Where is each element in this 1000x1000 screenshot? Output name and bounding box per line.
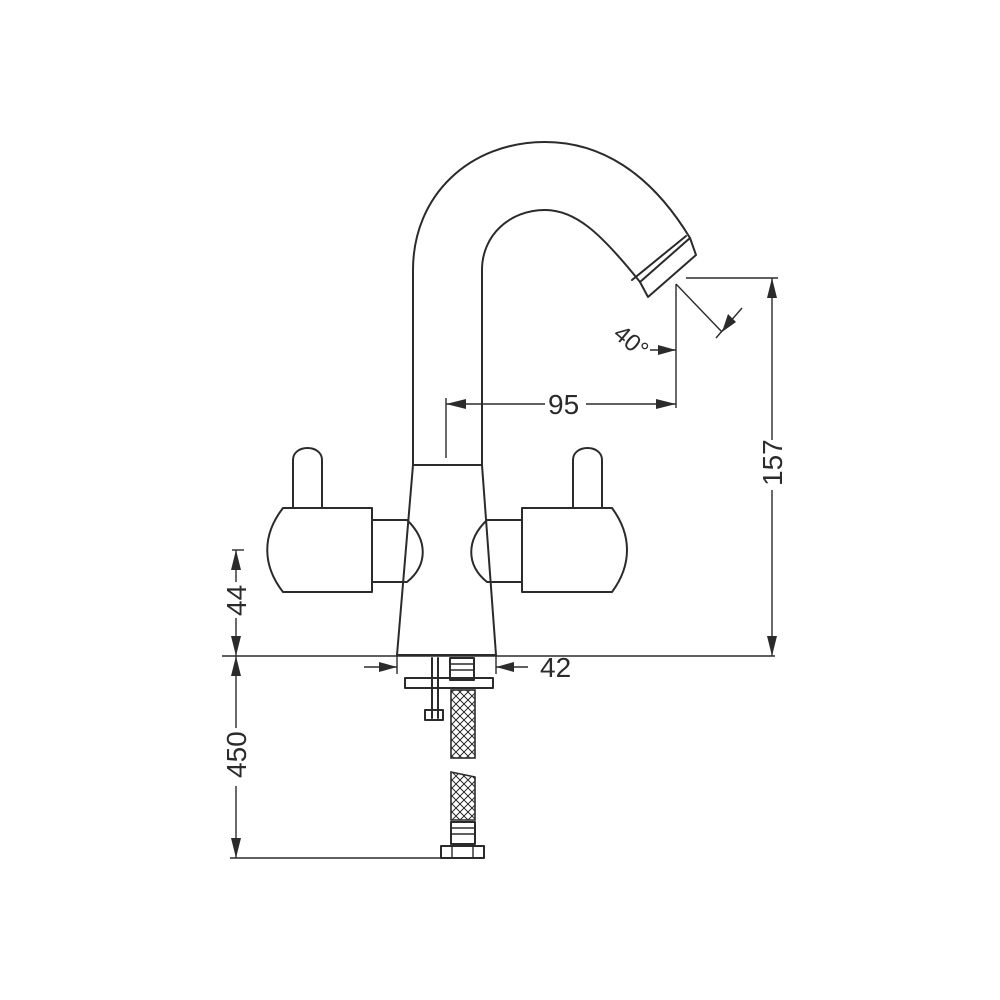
dimension-label-body-width: 42 — [540, 652, 571, 683]
dimension-spout-angle: 40° — [608, 283, 743, 364]
dimension-label-total-height: 157 — [757, 439, 788, 486]
dimension-total-height: 157 — [686, 277, 788, 656]
left-handle — [266, 447, 424, 593]
dimension-handle-height: 44 — [221, 549, 252, 656]
dimension-label-spout-reach: 95 — [548, 389, 579, 420]
dimension-label-spout-angle: 40° — [608, 320, 653, 364]
dimension-label-hose-length: 450 — [221, 731, 252, 778]
right-handle — [470, 447, 628, 593]
dimension-label-handle-height: 44 — [221, 585, 252, 616]
dimension-body-width: 42 — [364, 652, 571, 683]
spout — [412, 141, 697, 466]
dimension-spout-reach: 95 — [445, 284, 677, 458]
flexible-hose — [440, 657, 485, 859]
dimension-hose-length: 450 — [221, 656, 441, 859]
faucet-body — [396, 464, 497, 656]
